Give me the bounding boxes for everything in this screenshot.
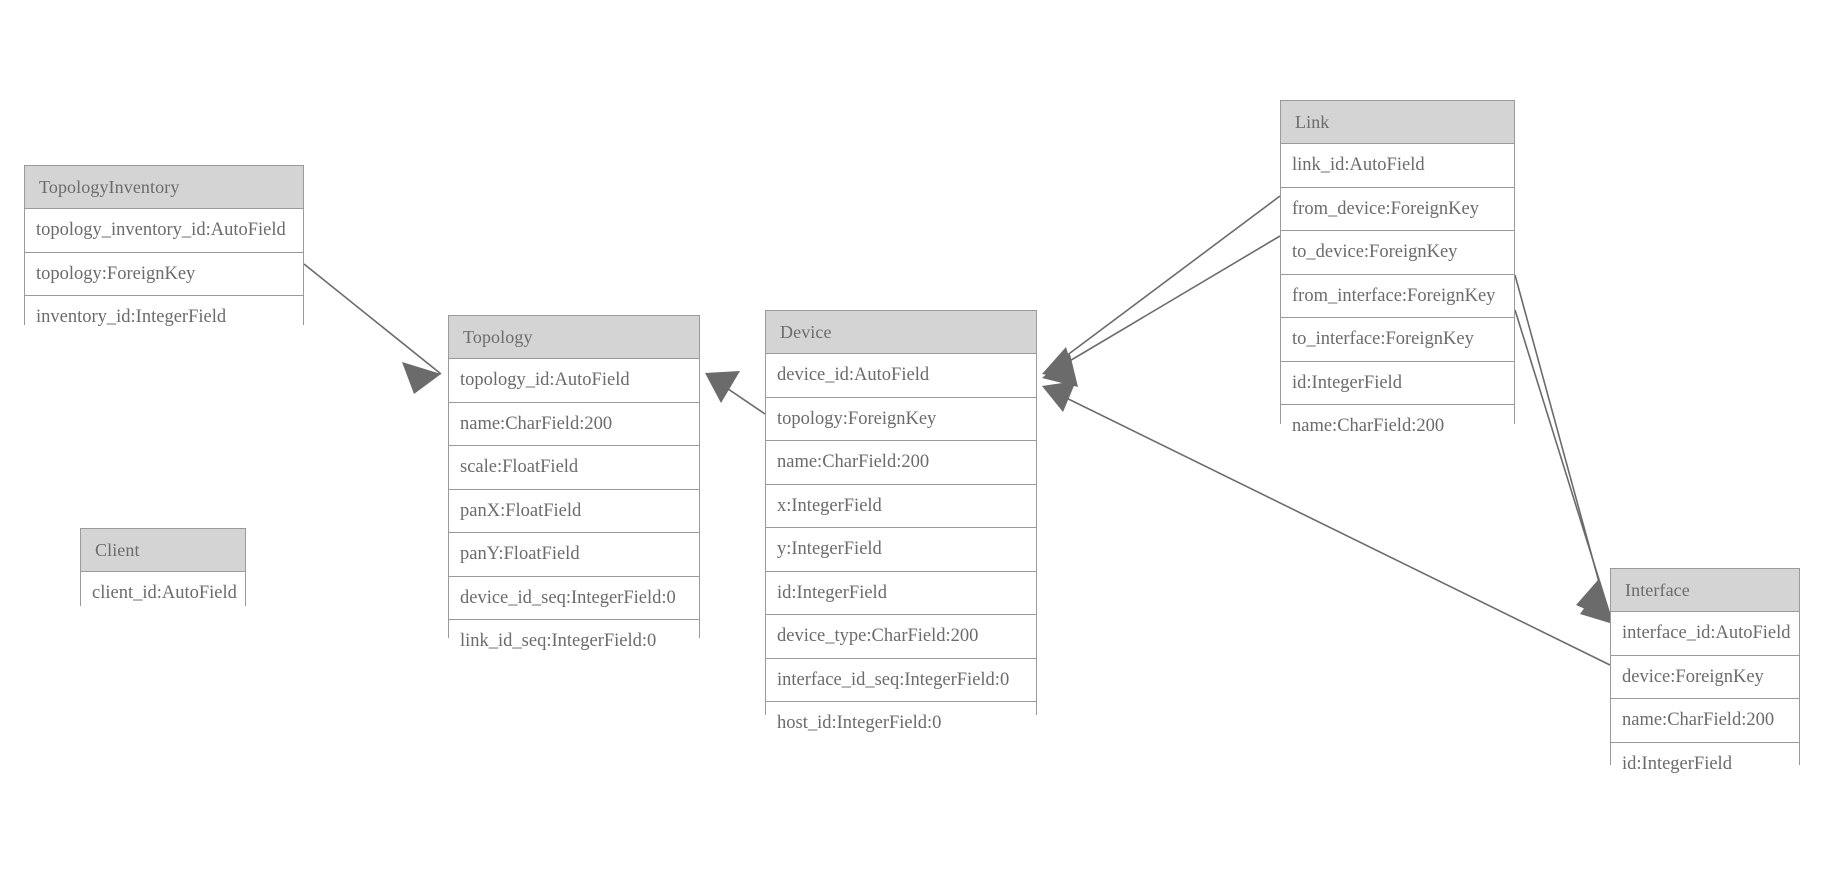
entity-title-device: Device [766,311,1036,354]
relationship-arrowhead [402,362,441,394]
entity-field: topology:ForeignKey [25,252,303,296]
relationship-arrowhead [1042,381,1076,412]
relationship-topologyinventory-topology [303,263,442,394]
relationship-line [1045,235,1281,376]
entity-field: scale:FloatField [449,446,699,490]
relationship-line [708,375,766,415]
entity-field: name:CharField:200 [766,441,1036,485]
entity-field: interface_id_seq:IntegerField:0 [766,658,1036,702]
entity-field: name:CharField:200 [449,402,699,446]
relationship-arrowhead [1576,580,1610,620]
entity-field: from_device:ForeignKey [1281,187,1514,231]
relationship-line [303,263,442,375]
entity-field: y:IntegerField [766,528,1036,572]
entity-field: device_id:AutoField [766,354,1036,398]
relationship-line [1514,274,1609,616]
entity-field: from_interface:ForeignKey [1281,274,1514,318]
entity-field: name:CharField:200 [1611,699,1799,743]
entity-field: to_interface:ForeignKey [1281,318,1514,362]
entity-field: interface_id:AutoField [1611,612,1799,656]
entity-title-interface: Interface [1611,569,1799,612]
relationship-line [1514,309,1612,619]
entity-title-topology-inventory: TopologyInventory [25,166,303,209]
entity-field: panX:FloatField [449,489,699,533]
relationship-arrowhead [1042,347,1076,380]
relationship-link-from-interface [1514,274,1610,620]
relationship-link-from-device [1042,195,1281,380]
entity-field: id:IntegerField [1281,361,1514,405]
entity-field: inventory_id:IntegerField [25,296,303,339]
entity-field: to_device:ForeignKey [1281,231,1514,275]
entity-title-topology: Topology [449,316,699,359]
entity-field: panY:FloatField [449,533,699,577]
relationship-arrowhead [1042,354,1078,387]
relationship-link-to-interface [1514,309,1613,624]
entity-title-client: Client [81,529,245,572]
entity-field: device:ForeignKey [1611,655,1799,699]
entity-field: link_id_seq:IntegerField:0 [449,620,699,663]
entity-field: name:CharField:200 [1281,405,1514,448]
entity-field: client_id:AutoField [81,572,245,615]
entity-field: device_type:CharField:200 [766,615,1036,659]
entity-field: id:IntegerField [1611,742,1799,785]
entity-field: link_id:AutoField [1281,144,1514,188]
relationship-line [1045,195,1281,372]
relationship-arrowhead [705,371,740,403]
entity-field: x:IntegerField [766,484,1036,528]
entity-field: device_id_seq:IntegerField:0 [449,576,699,620]
entity-field: topology:ForeignKey [766,397,1036,441]
entity-field: topology_inventory_id:AutoField [25,209,303,253]
entity-field: topology_id:AutoField [449,359,699,403]
entity-field: host_id:IntegerField:0 [766,702,1036,745]
relationship-link-to-device [1042,235,1281,387]
relationship-arrowhead [1580,586,1613,624]
relationship-device-topology [705,371,766,415]
entity-title-link: Link [1281,101,1514,144]
entity-field: id:IntegerField [766,571,1036,615]
